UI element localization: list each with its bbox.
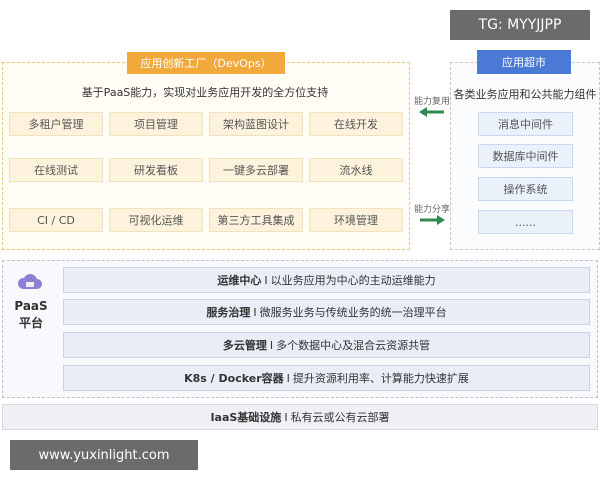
iaas-name: IaaS基础设施 (210, 411, 282, 424)
row-desc: 提升资源利用率、计算能力快速扩展 (292, 372, 469, 385)
iaas-desc: 私有云或公有云部署 (290, 411, 390, 424)
paas-label: PaaS 平台 (14, 298, 48, 332)
row-desc: 多个数据中心及混合云资源共管 (276, 339, 431, 352)
reuse-label: 能力复用 (414, 97, 451, 107)
cloud-icon (17, 274, 42, 289)
devops-cell[interactable]: 架构蓝图设计 (209, 112, 303, 136)
devops-subtitle: 基于PaaS能力，实现对业务应用开发的全方位支持 (81, 86, 329, 99)
devops-cell[interactable]: 项目管理 (109, 112, 203, 136)
arrow-left-icon (419, 107, 444, 117)
row-separator: I (253, 305, 257, 319)
row-name: 运维中心 (217, 274, 262, 287)
devops-cell[interactable]: 研发看板 (109, 158, 203, 182)
devops-cell[interactable]: 环境管理 (309, 208, 403, 232)
paas-row-containers[interactable]: K8s / Docker容器 I 提升资源利用率、计算能力快速扩展 (63, 365, 590, 391)
paas-label-line2: 平台 (18, 316, 43, 330)
devops-cell[interactable]: 流水线 (309, 158, 403, 182)
devops-cell[interactable]: 在线开发 (309, 112, 403, 136)
row-name: 服务治理 (206, 306, 251, 319)
watermark-top: TG: MYYJJPP (450, 10, 590, 40)
iaas-row[interactable]: IaaS基础设施 I 私有云或公有云部署 (2, 404, 598, 430)
row-separator: I (286, 371, 290, 385)
arrow-right-icon (420, 215, 445, 225)
devops-cell[interactable]: CI / CD (9, 208, 103, 232)
paas-row-multicloud[interactable]: 多云管理 I 多个数据中心及混合云资源共管 (63, 332, 590, 358)
market-title: 应用超市 (477, 50, 571, 74)
devops-cell[interactable]: 在线测试 (9, 158, 103, 182)
devops-title: 应用创新工厂（DevOps） (127, 52, 285, 74)
paas-row-ops[interactable]: 运维中心 I 以业务应用为中心的主动运维能力 (63, 267, 590, 293)
row-separator: I (264, 273, 268, 287)
devops-cell[interactable]: 第三方工具集成 (209, 208, 303, 232)
devops-cell[interactable]: 可视化运维 (109, 208, 203, 232)
iaas-separator: I (284, 410, 288, 424)
share-label: 能力分享 (414, 205, 451, 215)
row-desc: 微服务业务与传统业务的统一治理平台 (259, 306, 447, 319)
market-item[interactable]: 数据库中间件 (478, 144, 573, 168)
market-subtitle: 各类业务应用和公共能力组件 (453, 88, 597, 101)
paas-label-line1: PaaS (14, 299, 48, 313)
row-separator: I (269, 338, 274, 352)
row-name: K8s / Docker容器 (184, 372, 284, 385)
devops-cell[interactable]: 多租户管理 (9, 112, 103, 136)
paas-row-governance[interactable]: 服务治理 I 微服务业务与传统业务的统一治理平台 (63, 299, 590, 325)
row-name: 多云管理 (222, 339, 267, 352)
row-desc: 以业务应用为中心的主动运维能力 (270, 274, 436, 287)
market-item[interactable]: 消息中间件 (478, 112, 573, 136)
devops-cell[interactable]: 一键多云部署 (209, 158, 303, 182)
watermark-bottom: www.yuxinlight.com (10, 440, 198, 470)
market-item[interactable]: ...... (478, 210, 573, 234)
market-item[interactable]: 操作系统 (478, 177, 573, 201)
